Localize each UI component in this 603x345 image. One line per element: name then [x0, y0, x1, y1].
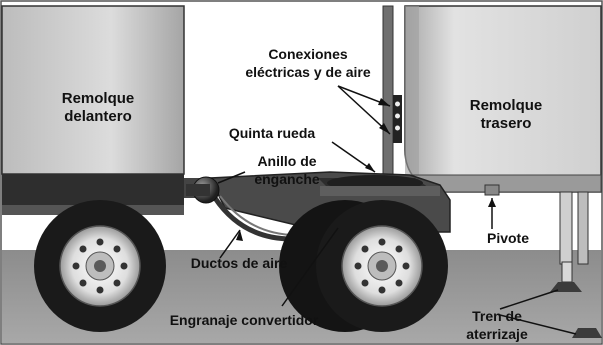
coupling-ring-label: Anillo de enganche [232, 152, 342, 188]
dolly-front-wheel [316, 200, 448, 332]
rear-trailer-label-line1: Remolque [469, 97, 543, 114]
front-trailer-label-line1: Remolque [61, 90, 135, 107]
converter-gear-label: Engranaje convertidor [169, 312, 319, 328]
fifth-wheel-label: Quinta rueda [228, 125, 316, 141]
connection-plugs [393, 95, 402, 143]
rear-trailer [382, 5, 602, 196]
landing-gear-label: Tren de aterrizaje [452, 307, 542, 343]
connections-label-line1: Conexiones [268, 46, 348, 62]
rear-trailer-label: Remolque trasero [446, 97, 566, 133]
connections-label: Conexiones eléctricas y de aire [223, 45, 393, 81]
air-ducts-label: Ductos de aire [190, 255, 288, 271]
landing-gear [550, 191, 602, 338]
rear-trailer-label-line2: trasero [480, 115, 532, 132]
connections-label-line2: eléctricas y de aire [245, 64, 371, 80]
coupling-ring-label-line2: enganche [254, 171, 320, 187]
leader-arrowheads [236, 98, 496, 241]
landing-gear-label-line2: aterrizaje [466, 326, 528, 342]
landing-gear-label-line1: Tren de [472, 308, 522, 324]
front-trailer-label: Remolque delantero [38, 90, 158, 126]
front-trailer-label-line2: delantero [64, 108, 132, 125]
kingpin-label: Pivote [486, 230, 529, 246]
coupling-ring-label-line1: Anillo de [257, 153, 317, 169]
front-trailer-wheel [34, 200, 166, 332]
